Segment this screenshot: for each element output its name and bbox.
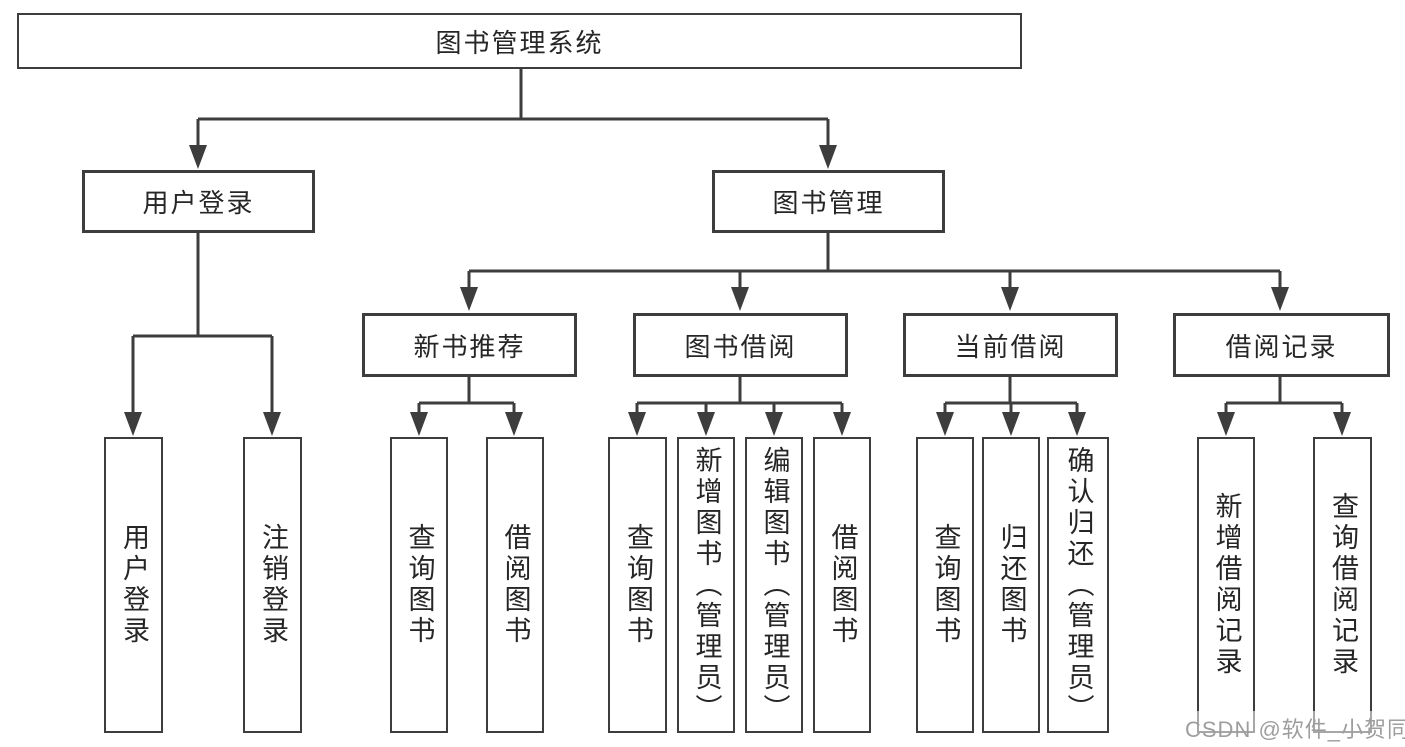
leaf-query-borrow-record: 查询借阅记录 [1313, 437, 1372, 733]
leaf-confirm-return-admin-label: 确认归还（管理员） [1063, 445, 1094, 725]
leaf-edit-book-admin-label: 编辑图书（管理员） [759, 445, 790, 725]
leaf-query-book-3: 查询图书 [916, 437, 974, 733]
leaf-add-borrow-record: 新增借阅记录 [1197, 437, 1255, 733]
node-user-login-label: 用户登录 [142, 188, 255, 218]
leaf-confirm-return-admin: 确认归还（管理员） [1047, 437, 1109, 733]
leaf-borrow-book-2: 借阅图书 [813, 437, 871, 733]
node-new-book-recommend: 新书推荐 [362, 313, 577, 377]
leaf-borrow-book-1: 借阅图书 [486, 437, 544, 733]
node-new-book-recommend-label: 新书推荐 [413, 331, 526, 362]
leaf-add-book-admin-label: 新增图书（管理员） [691, 445, 722, 725]
node-book-management: 图书管理 [712, 170, 945, 233]
connector-lines [131, 69, 1344, 414]
leaf-return-book: 归还图书 [982, 437, 1040, 733]
leaf-user-login: 用户登录 [104, 437, 163, 733]
leaf-add-book-admin: 新增图书（管理员） [677, 437, 735, 733]
leaf-query-book-2-label: 查询图书 [623, 523, 653, 647]
node-book-borrow: 图书借阅 [633, 313, 848, 377]
node-user-login: 用户登录 [82, 170, 315, 233]
leaf-query-borrow-record-label: 查询借阅记录 [1328, 492, 1358, 678]
node-current-borrow: 当前借阅 [903, 313, 1118, 377]
leaf-user-login-label: 用户登录 [119, 523, 149, 647]
leaf-query-book-1: 查询图书 [390, 437, 448, 733]
node-borrow-records-label: 借阅记录 [1225, 331, 1338, 362]
leaf-edit-book-admin: 编辑图书（管理员） [745, 437, 803, 733]
arrowheads [124, 145, 1351, 436]
leaf-return-book-label: 归还图书 [996, 523, 1027, 647]
leaf-logout: 注销登录 [243, 437, 302, 733]
leaf-borrow-book-1-label: 借阅图书 [500, 523, 531, 647]
csdn-watermark: CSDN @软件_小贺同学 [1182, 711, 1405, 745]
node-root-label: 图书管理系统 [435, 27, 604, 58]
node-current-borrow-label: 当前借阅 [954, 331, 1067, 362]
node-root: 图书管理系统 [17, 13, 1022, 69]
node-book-borrow-label: 图书借阅 [684, 331, 797, 362]
leaf-query-book-2: 查询图书 [608, 437, 667, 733]
leaf-query-book-1-label: 查询图书 [404, 523, 435, 647]
leaf-logout-label: 注销登录 [258, 523, 288, 647]
leaf-query-book-3-label: 查询图书 [930, 523, 961, 647]
leaf-borrow-book-2-label: 借阅图书 [827, 523, 858, 647]
node-book-management-label: 图书管理 [772, 188, 885, 218]
leaf-add-borrow-record-label: 新增借阅记录 [1211, 492, 1242, 678]
node-borrow-records: 借阅记录 [1173, 313, 1390, 377]
